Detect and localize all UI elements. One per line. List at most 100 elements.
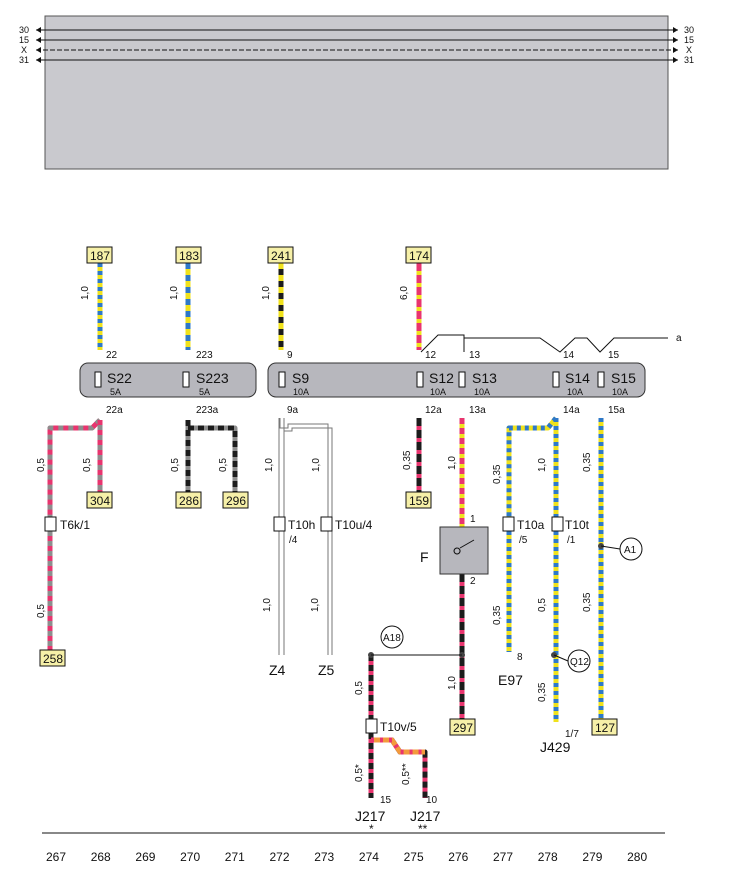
pin-14: 14 — [563, 350, 575, 361]
f-pin-2: 2 — [470, 576, 476, 587]
ref-159: 159 — [409, 494, 429, 508]
size-b: 0,5 — [82, 458, 93, 472]
ref-127: 127 — [595, 721, 615, 735]
size-p: 0,5 — [537, 598, 548, 612]
conn-t10h: T10h — [288, 518, 315, 532]
branch-a: a — [676, 333, 682, 344]
pin-15: 15 — [608, 350, 620, 361]
label-j217-left-mark: * — [369, 822, 374, 836]
conn-t10t: T10t — [565, 518, 590, 532]
size-187: 1,0 — [80, 286, 91, 300]
bus-left-30: 30 — [19, 25, 29, 35]
ref-296: 296 — [226, 494, 246, 508]
conn-t10h-pin: /4 — [289, 535, 298, 546]
pin-9: 9 — [287, 350, 293, 361]
size-q: 0,35 — [582, 592, 593, 612]
junction-circles — [380, 537, 643, 673]
fuse-s13-rating: 10A — [474, 387, 490, 397]
switch-icon — [453, 539, 475, 555]
conn-t6k: T6k/1 — [60, 518, 90, 532]
axis-label: 275 — [404, 850, 424, 864]
component-f-label: F — [420, 549, 429, 565]
pin-12: 12 — [425, 350, 437, 361]
label-j217-right: J217 — [410, 808, 441, 824]
pin-12a: 12a — [425, 405, 442, 416]
pin-15a: 15a — [608, 405, 625, 416]
ref-304: 304 — [90, 494, 110, 508]
bridge-to-a — [420, 334, 668, 353]
conn-t10v: T10v/5 — [380, 720, 417, 734]
axis-label: 268 — [91, 850, 111, 864]
point-a1: A1 — [624, 545, 637, 556]
axis-label: 270 — [180, 850, 200, 864]
fuse-s22-name: S22 — [107, 370, 132, 386]
fuse-rail-left — [79, 362, 257, 398]
size-k: 0,35 — [582, 452, 593, 472]
fuse-s12-rating: 10A — [430, 387, 446, 397]
size-r: 0,5 — [354, 681, 365, 695]
size-i: 0,35 — [492, 464, 503, 484]
ref-183: 183 — [179, 249, 199, 263]
wire-layer — [47, 263, 604, 798]
size-m: 1,0 — [262, 598, 273, 612]
fuse-s223-rating: 5A — [199, 387, 210, 397]
bus-right-15: 15 — [684, 35, 694, 45]
size-a: 0,5 — [36, 458, 47, 472]
size-n: 1,0 — [310, 598, 321, 612]
size-o: 0,35 — [492, 605, 503, 625]
fuse-s223-name: S223 — [196, 370, 229, 386]
pin-13a: 13a — [469, 405, 486, 416]
pin-223: 223 — [196, 350, 213, 361]
pin-13: 13 — [469, 350, 481, 361]
bus-lines — [36, 29, 678, 61]
size-v: 0,35 — [537, 682, 548, 702]
ref-241: 241 — [271, 249, 291, 263]
size-241: 1,0 — [261, 286, 272, 300]
size-174: 6,0 — [399, 286, 410, 300]
label-j217-right-pin: 10 — [426, 795, 438, 806]
wire-14a-t10a — [506, 416, 558, 517]
component-f-box — [439, 526, 489, 575]
ref-174: 174 — [409, 249, 429, 263]
conn-t10t-pin: /1 — [567, 535, 576, 546]
axis-label: 274 — [359, 850, 379, 864]
pin-14a: 14a — [563, 405, 580, 416]
size-j: 1,0 — [537, 458, 548, 472]
pin-22: 22 — [106, 350, 118, 361]
connector-glyphs — [44, 516, 564, 734]
label-e97: E97 — [498, 672, 523, 688]
fuse-s9-rating: 10A — [293, 387, 309, 397]
axis-label: 267 — [46, 850, 66, 864]
point-a18: A18 — [383, 633, 401, 644]
bus-arrows — [36, 27, 678, 63]
wire-223a-296-stripe — [188, 425, 238, 492]
label-j217-right-mark: ** — [418, 822, 428, 836]
conn-t10u: T10u/4 — [335, 518, 373, 532]
fuse-s14-name: S14 — [565, 370, 590, 386]
axis-label: 278 — [538, 850, 558, 864]
ref-187: 187 — [90, 249, 110, 263]
fuse-s15-rating: 10A — [612, 387, 628, 397]
fuse-s22-rating: 5A — [110, 387, 121, 397]
axis-label: 272 — [270, 850, 290, 864]
bus-right-30: 30 — [684, 25, 694, 35]
label-j217-left: J217 — [355, 808, 386, 824]
axis-label: 277 — [493, 850, 513, 864]
ref-286: 286 — [179, 494, 199, 508]
fuse-rail-right — [267, 362, 646, 398]
axis-label: 276 — [448, 850, 468, 864]
wire-22a-left-stripe — [47, 418, 102, 518]
ground-z4: Z4 — [269, 662, 286, 678]
bus-left-31: 31 — [19, 55, 29, 65]
label-j217-left-pin: 15 — [380, 795, 392, 806]
s9-outputs — [278, 418, 333, 655]
label-e97-pin: 8 — [517, 652, 523, 663]
wire-j217-orange-stripe — [371, 737, 425, 755]
bus-left-x: X — [21, 45, 27, 55]
bus-left-15: 15 — [19, 35, 29, 45]
axis-label: 273 — [314, 850, 334, 864]
label-j429-pin: 1/7 — [565, 729, 579, 740]
axis-label: 279 — [582, 850, 602, 864]
